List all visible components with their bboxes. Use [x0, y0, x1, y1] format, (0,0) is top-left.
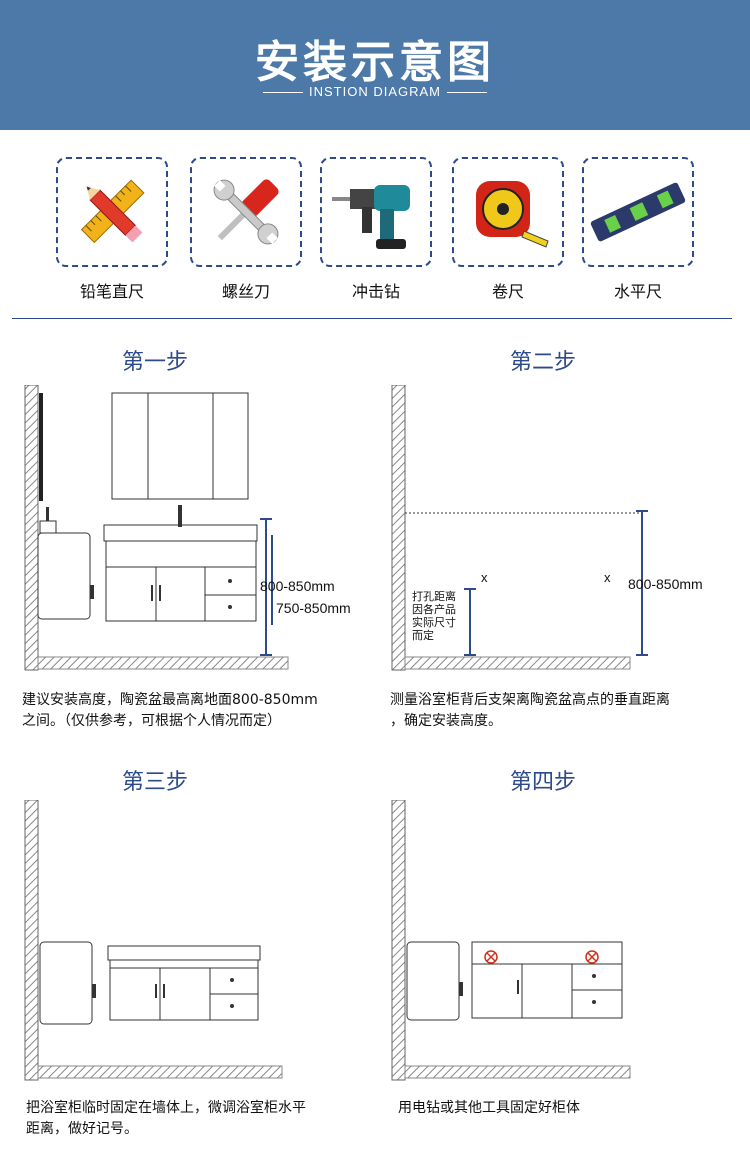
step-4-caption: 用电钻或其他工具固定好柜体: [398, 1100, 580, 1116]
section-divider: [12, 318, 732, 319]
dimension-label: 750-850mm: [276, 600, 351, 616]
step-2-caption: 测量浴室柜背后支架离陶瓷盆高点的垂直距离 ，确定安装高度。: [390, 692, 670, 729]
drill-distance-note: 打孔距离 因各产品 实际尺寸 而定: [412, 590, 456, 642]
step-2-diagram: [391, 385, 648, 671]
screw-mark-icon: [585, 950, 599, 964]
tool-label: 水平尺: [613, 282, 662, 301]
header-banner: 安装示意图 INSTION DIAGRAM: [0, 0, 750, 130]
step-2-title: 第二步: [510, 350, 577, 375]
tool-label: 冲击钻: [351, 282, 400, 301]
tool-label: 螺丝刀: [221, 282, 270, 301]
step-1-title: 第一步: [122, 350, 189, 375]
screwdriver-wrench-icon: [213, 179, 279, 245]
step-4-title: 第四步: [510, 770, 577, 795]
pencil-ruler-icon: [80, 179, 145, 244]
tool-label: 铅笔直尺: [79, 282, 144, 301]
step-1-caption: 建议安装高度，陶瓷盆最高离地面800-850mm 之间。（仅供参考，可根据个人情…: [22, 692, 318, 729]
step-3-diagram: [24, 800, 283, 1081]
tool-card-impact-drill: [320, 157, 432, 267]
tool-card-spirit-level: [582, 157, 694, 267]
tool-card-screwdriver: [190, 157, 302, 267]
drill-mark: x: [481, 570, 488, 585]
tool-card-pencil-ruler: [56, 157, 168, 267]
step-1-diagram: [24, 385, 289, 671]
tool-card-tape-measure: [452, 157, 564, 267]
step-4-diagram: [391, 800, 631, 1081]
page-subtitle: INSTION DIAGRAM: [0, 84, 750, 99]
step-3-title: 第三步: [122, 770, 189, 795]
dimension-label: 800-850mm: [628, 576, 703, 592]
page-title: 安装示意图: [255, 37, 495, 88]
drill-mark: x: [604, 570, 611, 585]
spirit-level-icon: [590, 182, 686, 242]
tool-label: 卷尺: [491, 282, 524, 301]
step-3-caption: 把浴室柜临时固定在墙体上，微调浴室柜水平 距离，做好记号。: [26, 1100, 306, 1137]
impact-drill-icon: [332, 185, 410, 249]
dimension-label: 800-850mm: [260, 578, 335, 594]
screw-mark-icon: [484, 950, 498, 964]
tape-measure-icon: [476, 181, 549, 248]
